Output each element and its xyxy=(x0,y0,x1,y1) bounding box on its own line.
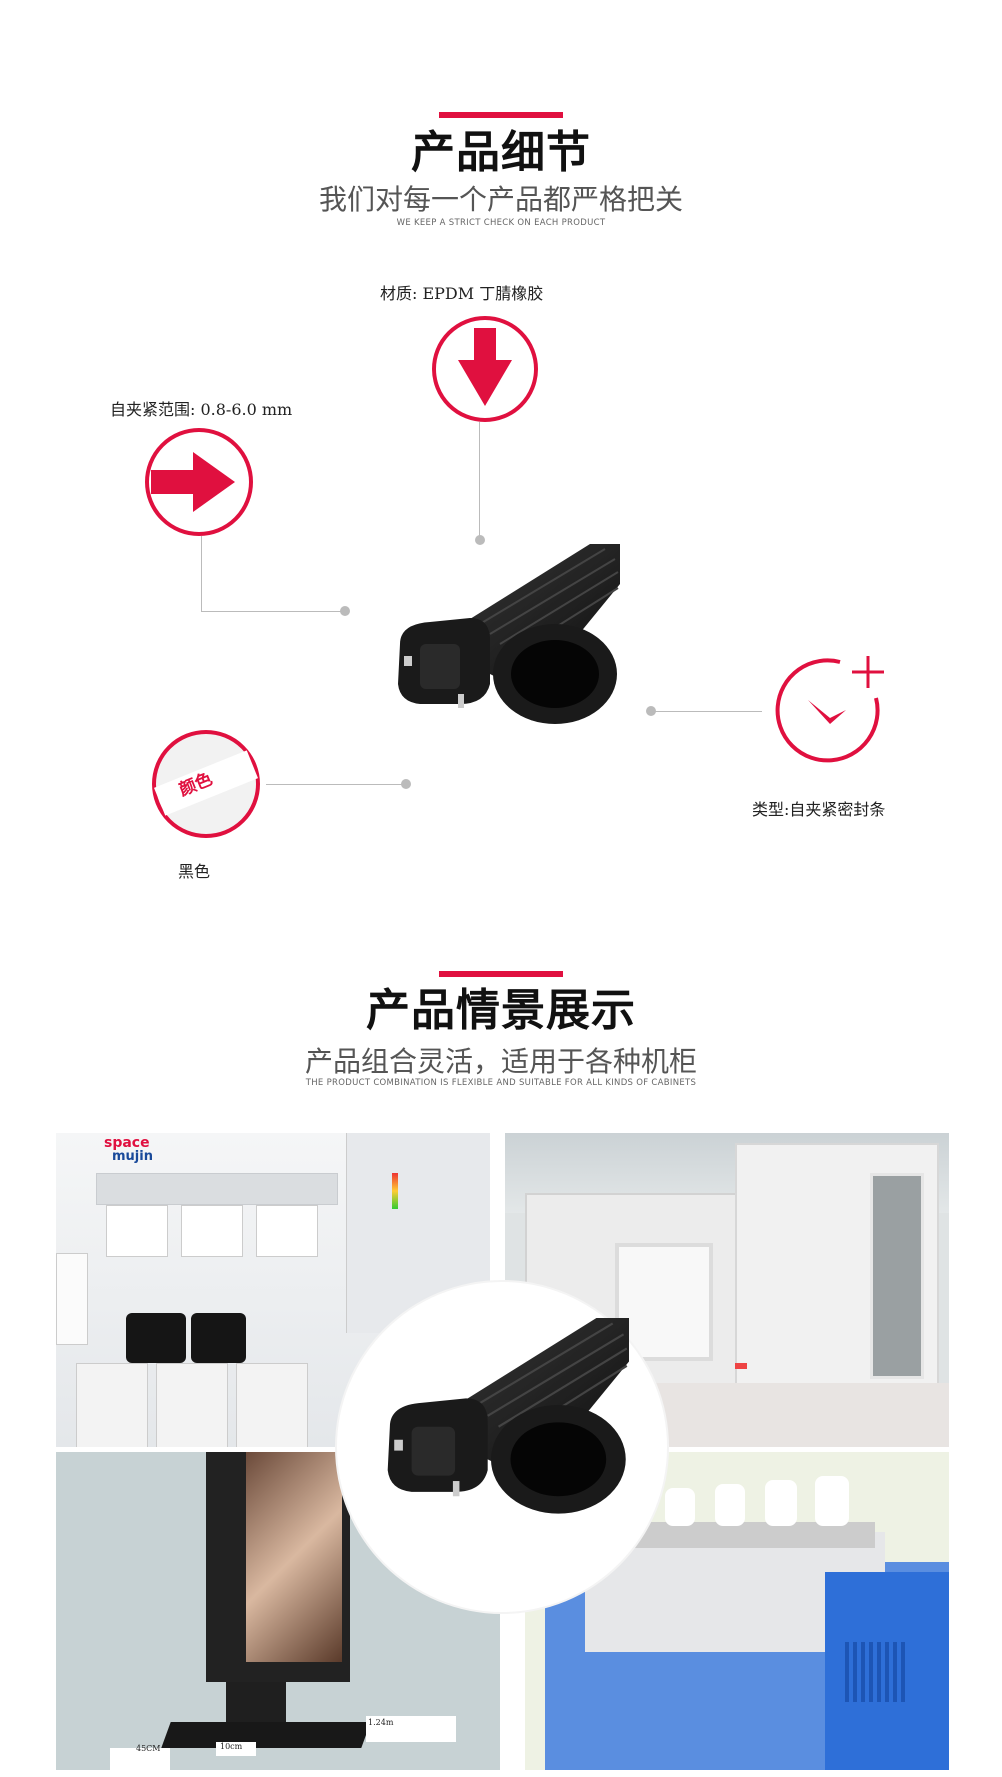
section2-accent-bar xyxy=(439,971,563,977)
scene-center-product-circle xyxy=(337,1282,667,1612)
dim-label-124m: 1.24m xyxy=(368,1718,394,1727)
clamp-range-connector-dot xyxy=(340,606,350,616)
arrow-down-icon xyxy=(458,328,512,406)
clamp-range-label: 自夹紧范围: 0.8-6.0 mm xyxy=(110,400,293,419)
seal-strip-scene-image xyxy=(387,1318,629,1514)
brand-line2: mujin xyxy=(112,1149,153,1164)
dim-label-10cm: 10cm xyxy=(220,1742,243,1751)
section2-subtitle-en: THE PRODUCT COMBINATION IS FLEXIBLE AND … xyxy=(305,1078,697,1088)
scene-photo-cabinet xyxy=(505,1133,949,1447)
color-connector xyxy=(266,784,406,785)
section2-subtitle: 产品组合灵活，适用于各种机柜 xyxy=(304,1045,697,1078)
section1-subtitle: 我们对每一个产品都严格把关 xyxy=(318,183,683,216)
arrow-right-icon xyxy=(151,452,235,512)
scene-photo-equipment: space mujin xyxy=(56,1133,490,1447)
section1-accent-bar xyxy=(439,112,563,118)
type-label: 类型:自夹紧密封条 xyxy=(752,800,886,819)
clock-plus-icon xyxy=(772,654,884,766)
dim-label-45cm: 45CM xyxy=(136,1744,161,1753)
color-circle: 颜色 xyxy=(152,730,260,838)
seal-strip-product-image xyxy=(390,544,620,774)
color-connector-dot xyxy=(401,779,411,789)
section1-subtitle-en: WE KEEP A STRICT CHECK ON EACH PRODUCT xyxy=(396,218,606,228)
type-connector-dot xyxy=(646,706,656,716)
section1-title: 产品细节 xyxy=(411,127,591,178)
clamp-range-circle xyxy=(145,428,253,536)
clamp-range-connector-v xyxy=(201,536,202,611)
material-connector xyxy=(479,422,480,540)
brand-line1: space xyxy=(104,1135,150,1151)
material-label: 材质: EPDM 丁腈橡胶 xyxy=(380,284,544,303)
material-circle xyxy=(432,316,538,422)
clamp-range-connector-h xyxy=(201,611,343,612)
color-value: 黑色 xyxy=(178,862,211,881)
section2-title: 产品情景展示 xyxy=(366,985,636,1036)
material-connector-dot xyxy=(475,535,485,545)
type-connector xyxy=(652,711,762,712)
